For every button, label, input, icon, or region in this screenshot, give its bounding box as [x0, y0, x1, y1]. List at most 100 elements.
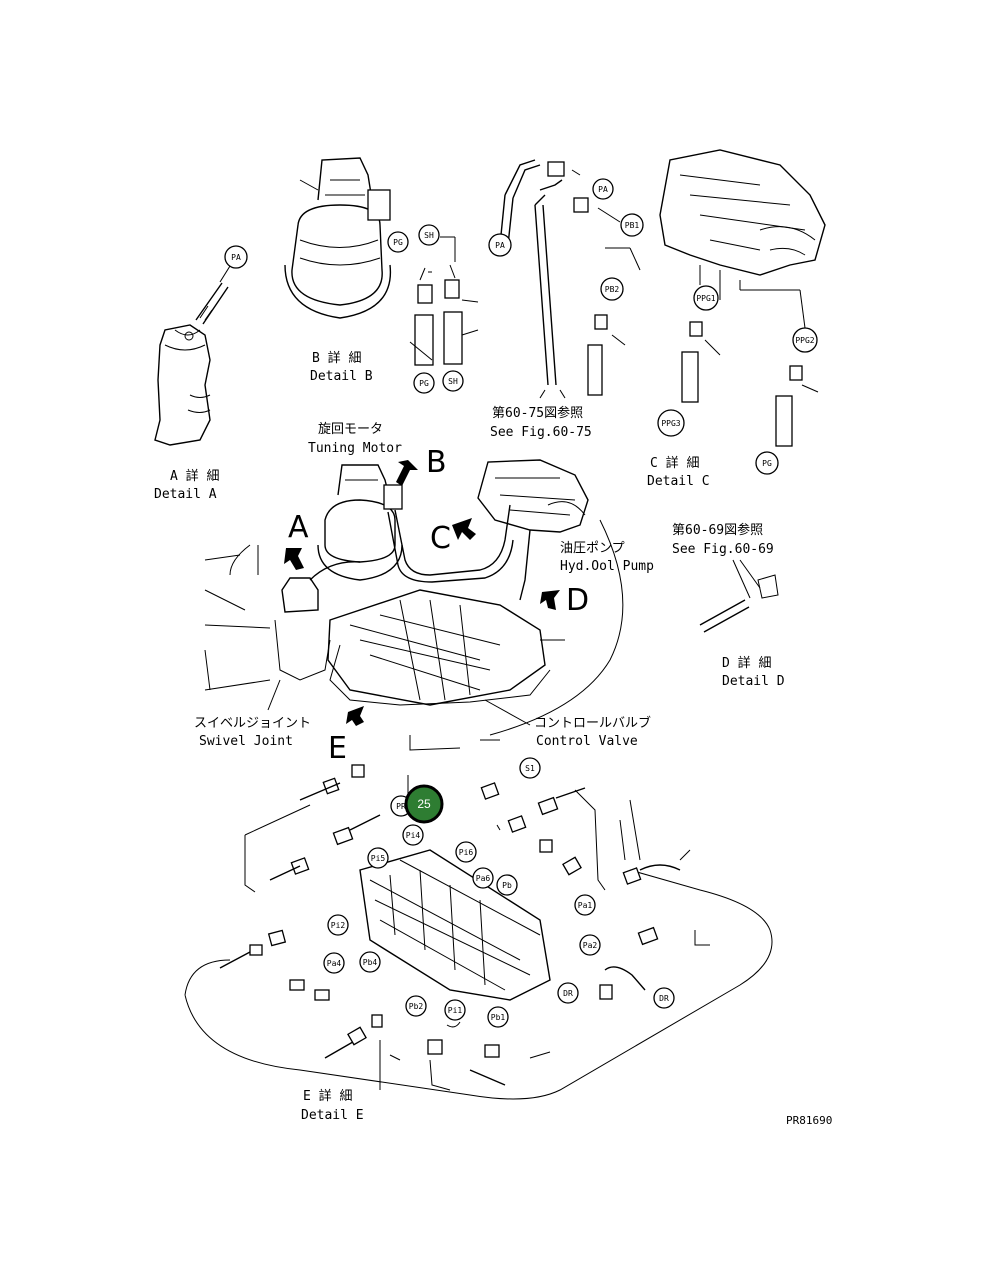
- svg-text:PG: PG: [419, 379, 429, 388]
- hotspot-25[interactable]: 25: [404, 784, 444, 824]
- view-arrow-b: [396, 460, 418, 486]
- main-hoses: [229, 504, 624, 736]
- detail-d-jp: D 詳 細: [722, 655, 771, 671]
- detail-c-en: Detail C: [647, 474, 710, 489]
- main-leader-lines: [267, 639, 565, 751]
- svg-text:Pb4: Pb4: [363, 958, 378, 967]
- svg-text:PG: PG: [393, 238, 403, 247]
- detail-c-pump: [659, 149, 826, 300]
- svg-text:PG: PG: [762, 459, 772, 468]
- view-letter-b: B: [426, 445, 447, 480]
- detail-a-drawing: [154, 282, 229, 446]
- swivel-en: Swivel Joint: [199, 734, 293, 749]
- turning-motor-jp: 旋回モータ: [318, 422, 383, 437]
- svg-text:DR: DR: [563, 989, 573, 998]
- detail-e-fittings: [219, 764, 681, 1086]
- detail-d-drawing: [699, 559, 779, 633]
- view-arrow-c: [452, 518, 476, 540]
- bubble-pa-left: PA: [488, 233, 512, 257]
- bubble-pg-b-bot: PG: [413, 372, 435, 394]
- svg-text:Pa1: Pa1: [578, 901, 593, 910]
- detail-e-outline: [184, 789, 773, 1100]
- svg-text:PA: PA: [231, 253, 241, 262]
- hotspot-number: 25: [417, 797, 431, 811]
- bubble-pi6: Pi6: [455, 841, 477, 863]
- bubble-ppg2: PPG2: [792, 327, 818, 353]
- ref-75-jp: 第60-75図参照: [492, 405, 583, 421]
- svg-text:Pb2: Pb2: [409, 1002, 424, 1011]
- pump-jp: 油圧ポンプ: [560, 541, 625, 556]
- bubble-s1: S1: [519, 757, 541, 779]
- ref-69-en: See Fig.60-69: [672, 542, 774, 557]
- view-arrow-e: [346, 706, 364, 726]
- bubble-ppg3: PPG3: [657, 409, 685, 437]
- detail-b-en: Detail B: [310, 369, 373, 384]
- svg-text:SH: SH: [424, 231, 434, 240]
- swivel-jp: スイベルジョイント: [194, 716, 311, 731]
- bubble-pb: Pb: [496, 874, 518, 896]
- pump-en: Hyd.Ool Pump: [560, 559, 654, 574]
- main-swivel-joint: [204, 554, 331, 691]
- control-jp: コントロールバルブ: [534, 715, 651, 731]
- bubble-pa2: Pa2: [579, 934, 601, 956]
- svg-text:Pa6: Pa6: [476, 874, 491, 883]
- detail-b-jp: B 詳 細: [312, 350, 361, 366]
- bubble-pi1: Pi1: [444, 999, 466, 1021]
- bubble-pg-b-top: PG: [387, 231, 409, 253]
- svg-text:Pi6: Pi6: [459, 848, 474, 857]
- bubble-pb1: PB1: [620, 213, 644, 237]
- view-letter-c: C: [430, 521, 451, 556]
- svg-text:DR: DR: [659, 994, 669, 1003]
- svg-text:Pi1: Pi1: [448, 1006, 463, 1015]
- main-control-valve: [327, 589, 551, 706]
- view-arrow-d: [540, 590, 560, 610]
- bubble-pi2: Pi2: [327, 914, 349, 936]
- bubble-pi5: Pi5: [367, 847, 389, 869]
- detail-e-valve-block: [359, 849, 551, 1001]
- turning-motor-en: Tuning Motor: [308, 441, 402, 456]
- bubble-ppg1: PPG1: [693, 285, 719, 311]
- detail-e-en: Detail E: [301, 1108, 364, 1123]
- detail-e-leaders: [379, 775, 710, 1091]
- detail-c-jp: C 詳 細: [650, 455, 699, 471]
- svg-text:PPG2: PPG2: [795, 336, 814, 345]
- detail-a-en: Detail A: [154, 487, 217, 502]
- svg-text:SH: SH: [448, 377, 458, 386]
- bubble-dr-1: DR: [557, 982, 579, 1004]
- bubble-pa6: Pa6: [472, 867, 494, 889]
- bubble-pa-a: PA: [219, 245, 248, 283]
- svg-text:Pi4: Pi4: [406, 831, 421, 840]
- detail-a-jp: A 詳 細: [170, 468, 219, 484]
- view-letter-e: E: [328, 731, 347, 766]
- main-turning-motor: [317, 464, 403, 581]
- view-letter-a: A: [288, 510, 309, 545]
- bubble-sh-b-top: SH: [418, 224, 440, 246]
- detail-e-jp: E 詳 細: [303, 1088, 352, 1104]
- svg-text:PA: PA: [495, 241, 505, 250]
- bubble-sh-b-bot: SH: [442, 370, 464, 392]
- bubble-pb2-e: Pb2: [405, 995, 427, 1017]
- detail-b-fittings: [409, 236, 479, 366]
- svg-text:PR: PR: [396, 802, 406, 811]
- svg-text:PB2: PB2: [605, 285, 620, 294]
- bubble-pa-top: PA: [592, 178, 614, 200]
- svg-text:Pb1: Pb1: [491, 1013, 506, 1022]
- view-arrow-a: [284, 548, 304, 570]
- svg-text:Pi2: Pi2: [331, 921, 346, 930]
- svg-text:PPG1: PPG1: [696, 294, 715, 303]
- bubble-pb1-e: Pb1: [487, 1006, 509, 1028]
- detail-b-drawing: [284, 157, 392, 319]
- svg-text:PA: PA: [598, 185, 608, 194]
- bubble-dr-2: DR: [653, 987, 675, 1009]
- drawing-number: PR81690: [786, 1114, 832, 1127]
- bubble-pi4: Pi4: [402, 824, 424, 846]
- control-en: Control Valve: [536, 734, 638, 749]
- svg-text:Pb: Pb: [502, 881, 512, 890]
- main-pump: [477, 459, 589, 533]
- svg-text:Pa4: Pa4: [327, 959, 342, 968]
- svg-text:S1: S1: [525, 764, 535, 773]
- bubble-pb2: PB2: [600, 277, 624, 301]
- bubble-pa1: Pa1: [574, 894, 596, 916]
